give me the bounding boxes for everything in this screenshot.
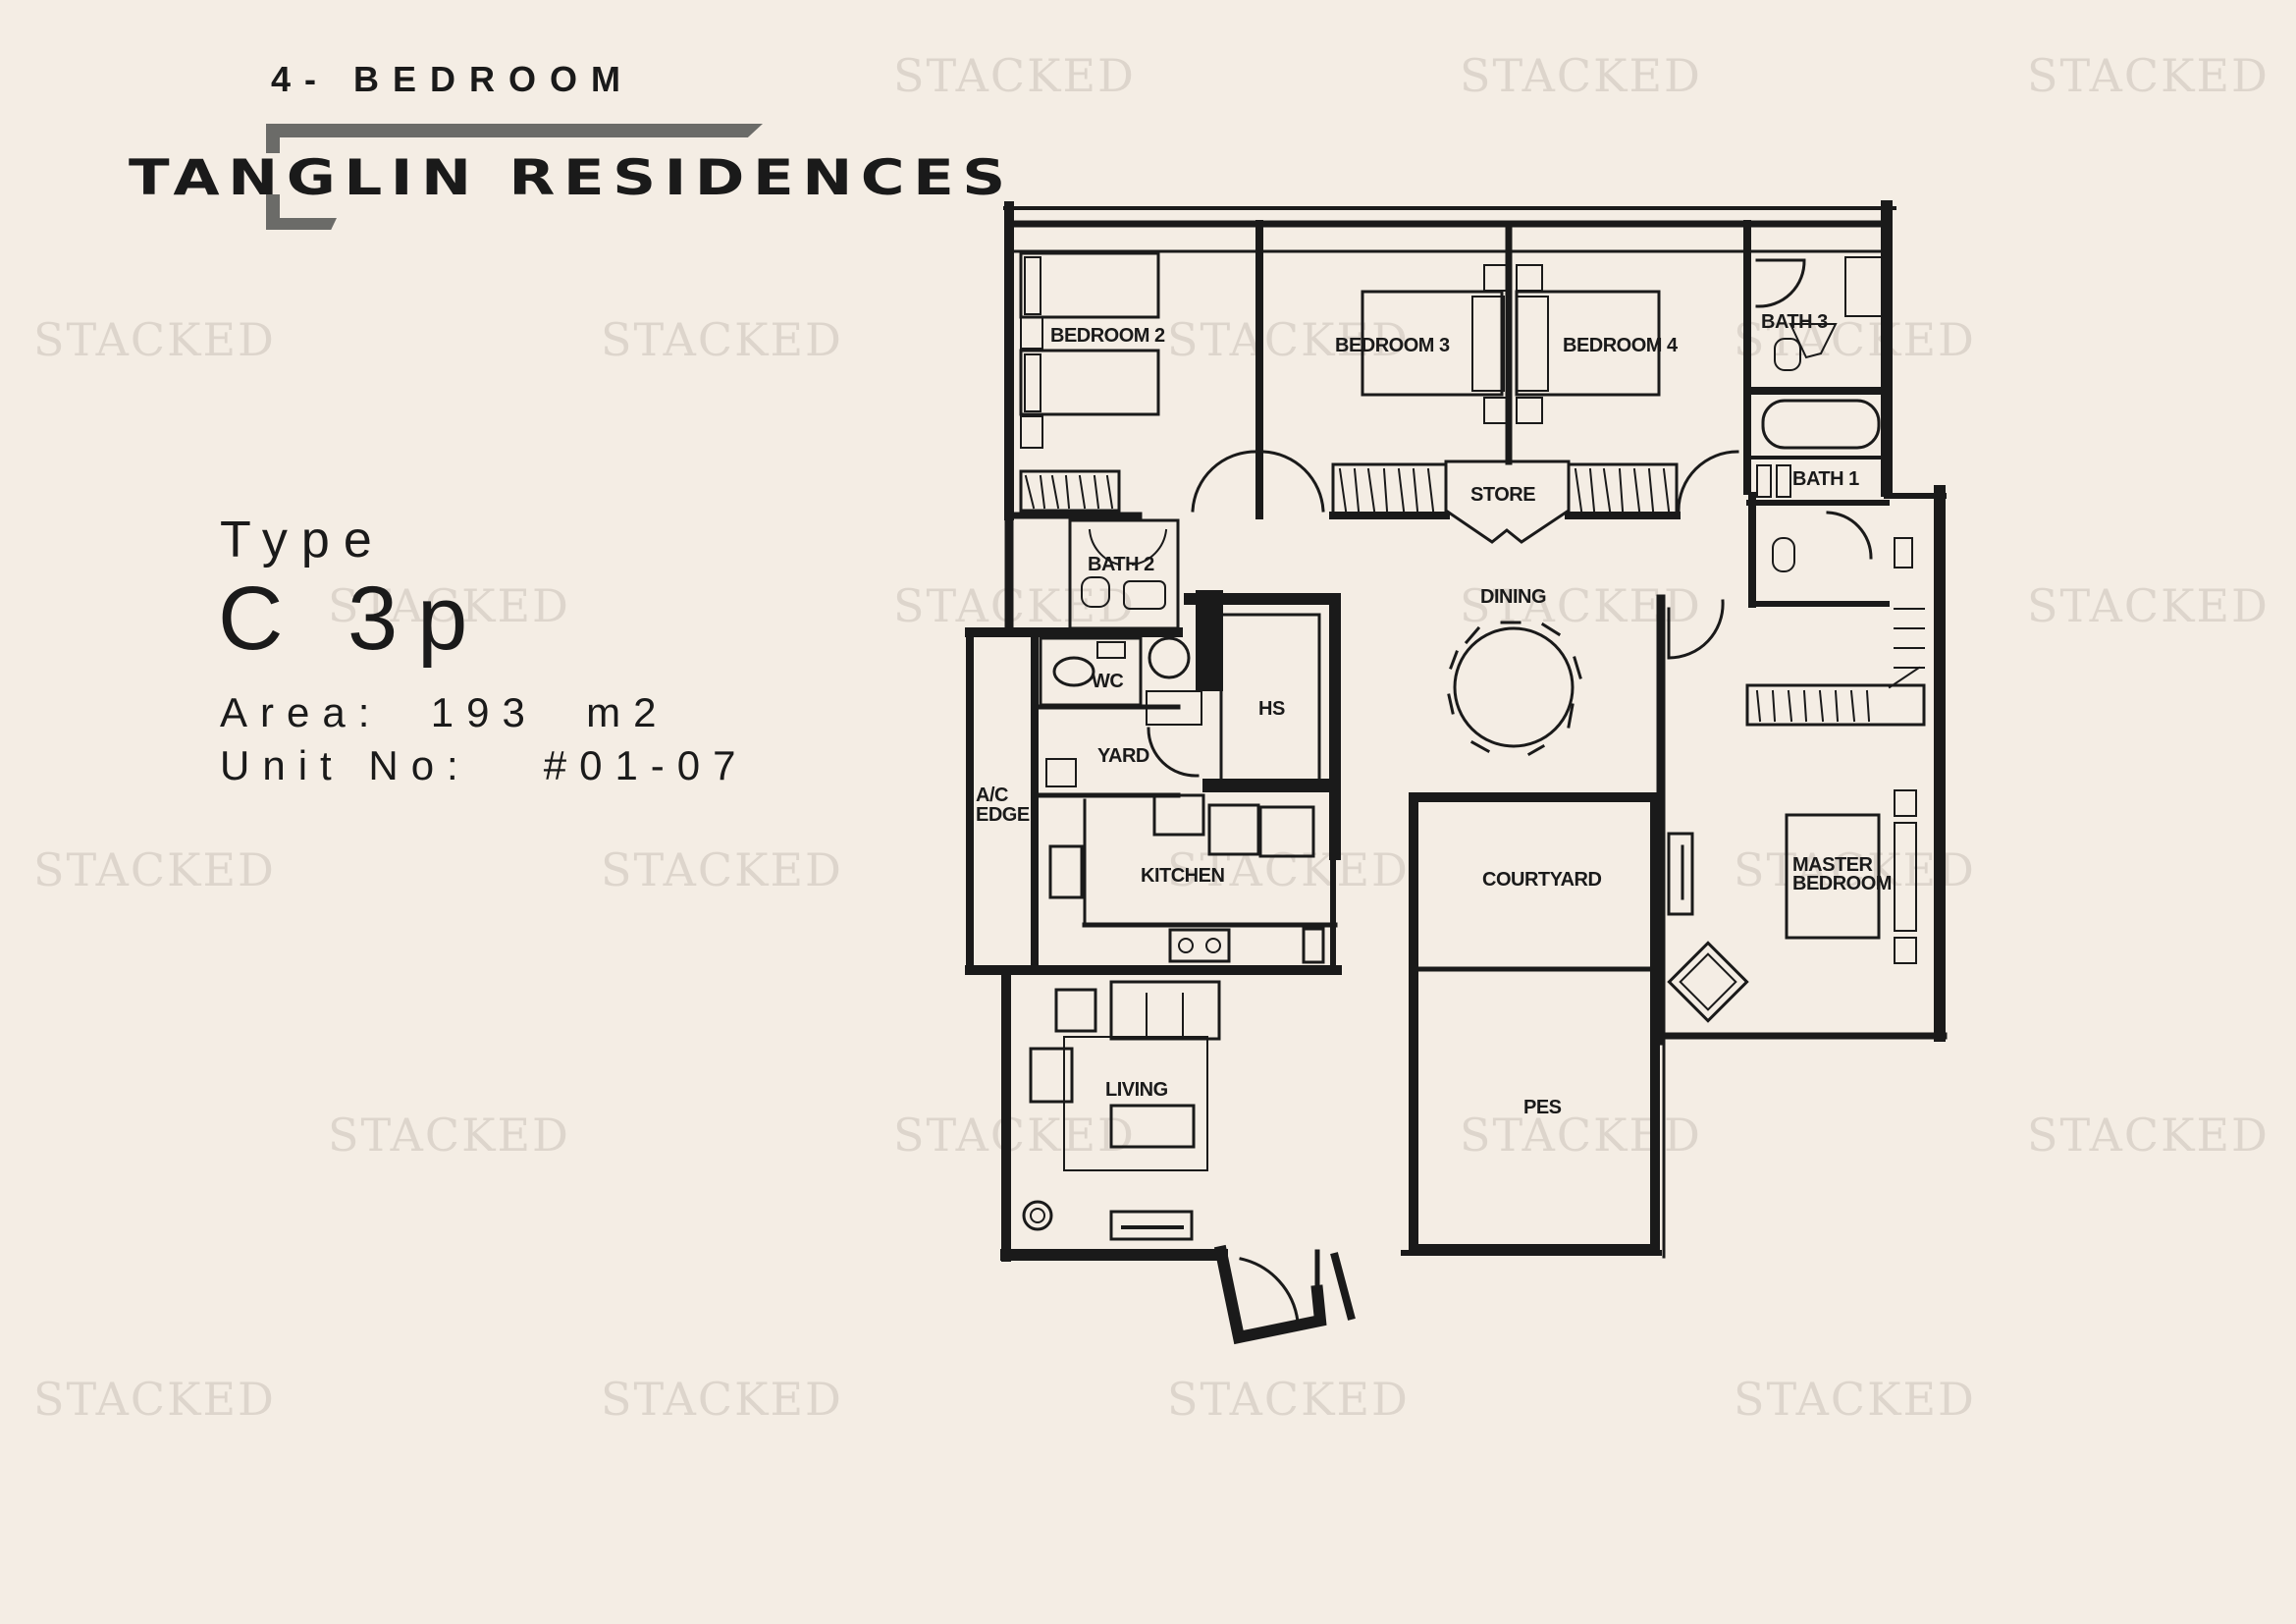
room-label-master-bedroom: MASTER BEDROOM [1792, 854, 1892, 894]
room-label-dining: DINING [1480, 586, 1547, 608]
room-label-hs: HS [1258, 698, 1285, 720]
room-label-pes: PES [1523, 1097, 1562, 1118]
room-label-bath-3: BATH 3 [1761, 311, 1828, 333]
unit-number-line: Unit No: #01-07 [220, 742, 749, 788]
room-label-courtyard: COURTYARD [1482, 869, 1602, 891]
area-line: Area: 193 m2 [220, 689, 669, 735]
room-label-bedroom-3: BEDROOM 3 [1335, 335, 1450, 356]
room-label-bedroom-2: BEDROOM 2 [1050, 325, 1165, 347]
room-label-kitchen: KITCHEN [1141, 865, 1225, 887]
room-label-store: STORE [1470, 484, 1536, 506]
room-label-bedroom-4: BEDROOM 4 [1563, 335, 1678, 356]
logo-bracket-upper-stem [266, 124, 280, 153]
logo-bracket-top [266, 124, 763, 137]
room-label-living: LIVING [1105, 1079, 1168, 1101]
type-label: Type [220, 512, 386, 568]
bedroom-type-heading: 4- BEDROOM [271, 59, 635, 99]
room-label-wc: WC [1092, 671, 1124, 692]
project-name: TANGLIN RESIDENCES [129, 149, 1014, 206]
room-label-yard: YARD [1097, 745, 1149, 767]
type-value: C 3p [218, 568, 488, 669]
room-label-bath-1: BATH 1 [1792, 468, 1859, 490]
logo-bracket-bottom [266, 218, 337, 230]
room-label-bath-2: BATH 2 [1088, 554, 1154, 575]
room-label-ac-ledge: A/C EDGE [976, 785, 1030, 826]
